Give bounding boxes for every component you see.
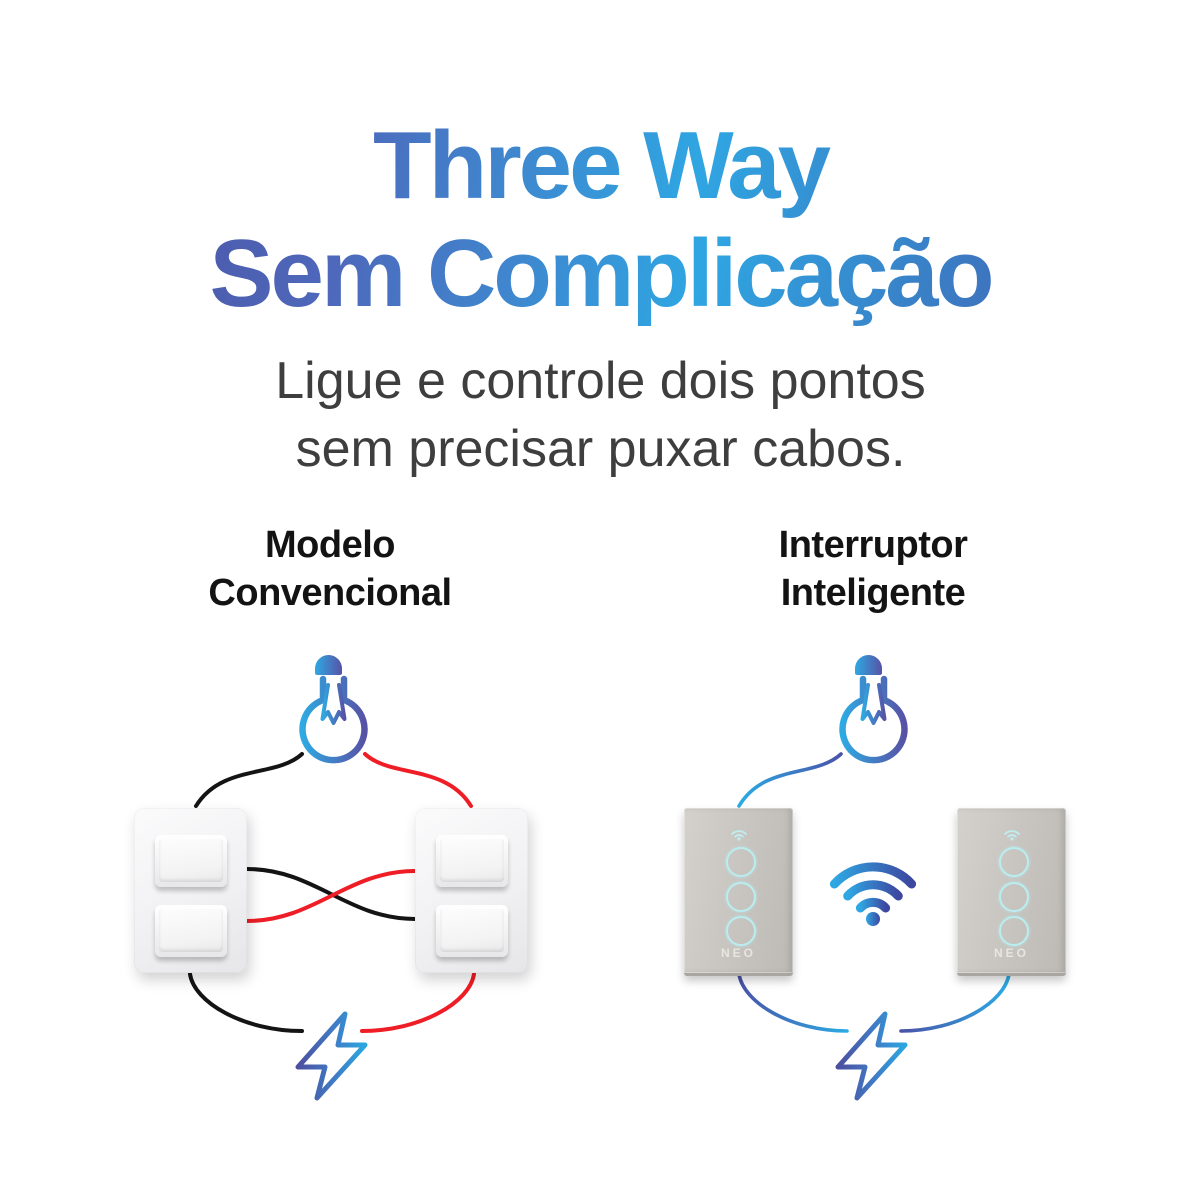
diagram-conventional — [110, 640, 590, 1200]
conventional-wiring-graphic — [188, 655, 476, 1101]
rocker-switch — [155, 905, 227, 957]
touch-button — [998, 882, 1029, 912]
rocker-switch — [436, 905, 508, 957]
subtitle-line-1: Ligue e controle dois pontos — [275, 352, 926, 410]
brand-label: NEO — [720, 946, 756, 960]
bulb-filament — [860, 683, 887, 725]
bulb-glass — [299, 675, 368, 764]
title-line-1: Three Way — [0, 112, 1201, 220]
wire-red-bulb-right — [363, 752, 473, 808]
wire-black-power-left — [188, 972, 304, 1033]
rocker-button — [159, 838, 223, 882]
wifi-arc-outer — [829, 862, 917, 889]
rocker-button — [440, 838, 504, 882]
touch-button — [725, 882, 756, 912]
lightbulb-icon — [299, 655, 368, 764]
rocker-switch — [155, 835, 227, 887]
bolt-shape — [295, 1011, 368, 1101]
rocker-switch — [436, 835, 508, 887]
heading-conventional-line-2: Convencional — [208, 571, 452, 614]
smart-wiring-graphic — [737, 655, 1011, 1101]
wifi-indicator-glyph — [1003, 830, 1020, 841]
wifi-arc-inner — [855, 897, 891, 913]
switch-plate-right — [415, 808, 528, 973]
wifi-indicator-icon — [684, 826, 793, 846]
wire-blue-bulb-left — [737, 752, 843, 808]
touch-button — [725, 847, 756, 877]
bolt-shape — [835, 1011, 908, 1101]
touch-button — [998, 916, 1029, 946]
wifi-icon — [829, 862, 917, 926]
subtitle-line-2: sem precisar puxar cabos. — [295, 419, 906, 478]
touch-button — [998, 847, 1029, 877]
heading-smart: Interruptor Inteligente — [653, 522, 1093, 617]
wire-black-bulb-left — [194, 752, 304, 808]
heading-smart-line-2: Inteligente — [780, 571, 966, 614]
wifi-arc-middle — [843, 880, 903, 901]
wifi-indicator-icon — [957, 826, 1066, 846]
page-title: Three Way Sem Complicação — [0, 112, 1201, 327]
diagram-smart: NEO NEO — [650, 640, 1130, 1200]
brand-label: NEO — [993, 946, 1029, 960]
rocker-button — [440, 908, 504, 952]
smart-switch-panel-left: NEO — [684, 808, 793, 976]
wire-blue-power-left — [737, 972, 849, 1033]
wifi-indicator-glyph — [730, 830, 747, 841]
lightning-bolt-icon — [835, 1011, 908, 1101]
heading-conventional-line-1: Modelo — [265, 524, 395, 566]
bulb-filament — [320, 683, 347, 725]
touch-button — [725, 916, 756, 946]
bulb-cap — [855, 655, 882, 675]
smart-switch-panel-right: NEO — [957, 808, 1066, 976]
wire-red-traveller — [245, 869, 417, 923]
bulb-glass — [839, 675, 908, 764]
page-subtitle: Ligue e controle dois pontos sem precisa… — [0, 348, 1201, 483]
switch-plate-left — [134, 808, 247, 973]
heading-conventional: Modelo Convencional — [110, 522, 550, 617]
lightbulb-icon — [839, 655, 908, 764]
wire-red-power-right — [360, 972, 476, 1033]
heading-smart-line-1: Interruptor — [778, 524, 968, 566]
bulb-cap — [315, 655, 342, 675]
wire-blue-power-right — [899, 972, 1011, 1033]
wifi-dot — [866, 912, 880, 926]
lightning-bolt-icon — [295, 1011, 368, 1101]
rocker-button — [159, 908, 223, 952]
title-line-2: Sem Complicação — [0, 220, 1201, 328]
